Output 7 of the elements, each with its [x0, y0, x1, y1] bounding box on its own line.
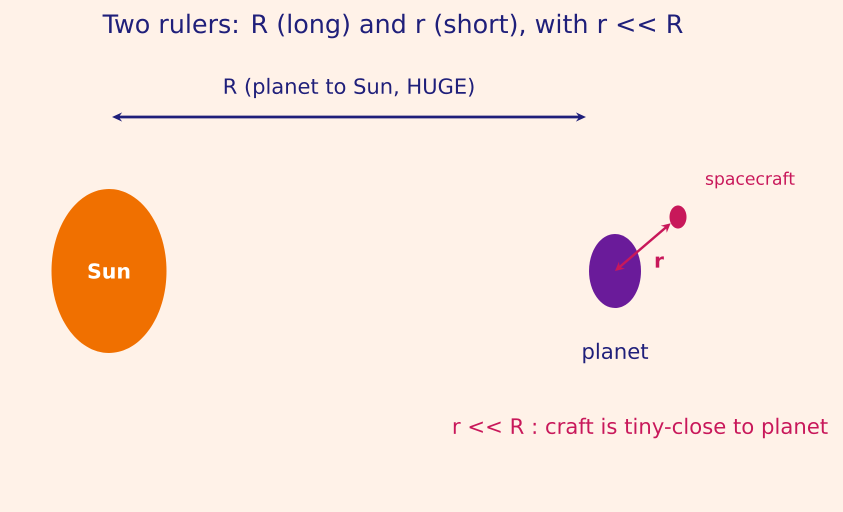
- note-text: r << R : craft is tiny-close to planet: [454, 418, 828, 438]
- edge-label: r: [653, 255, 665, 269]
- dimension-label: R (planet to Sun, HUGE): [224, 78, 474, 98]
- spacecraft-label: spacecraft: [706, 172, 795, 188]
- sun-disc: Sun: [52, 189, 166, 353]
- title: Two rulers: R (long) and r (short), with r << R: [102, 14, 683, 38]
- planet-label: planet: [583, 342, 648, 364]
